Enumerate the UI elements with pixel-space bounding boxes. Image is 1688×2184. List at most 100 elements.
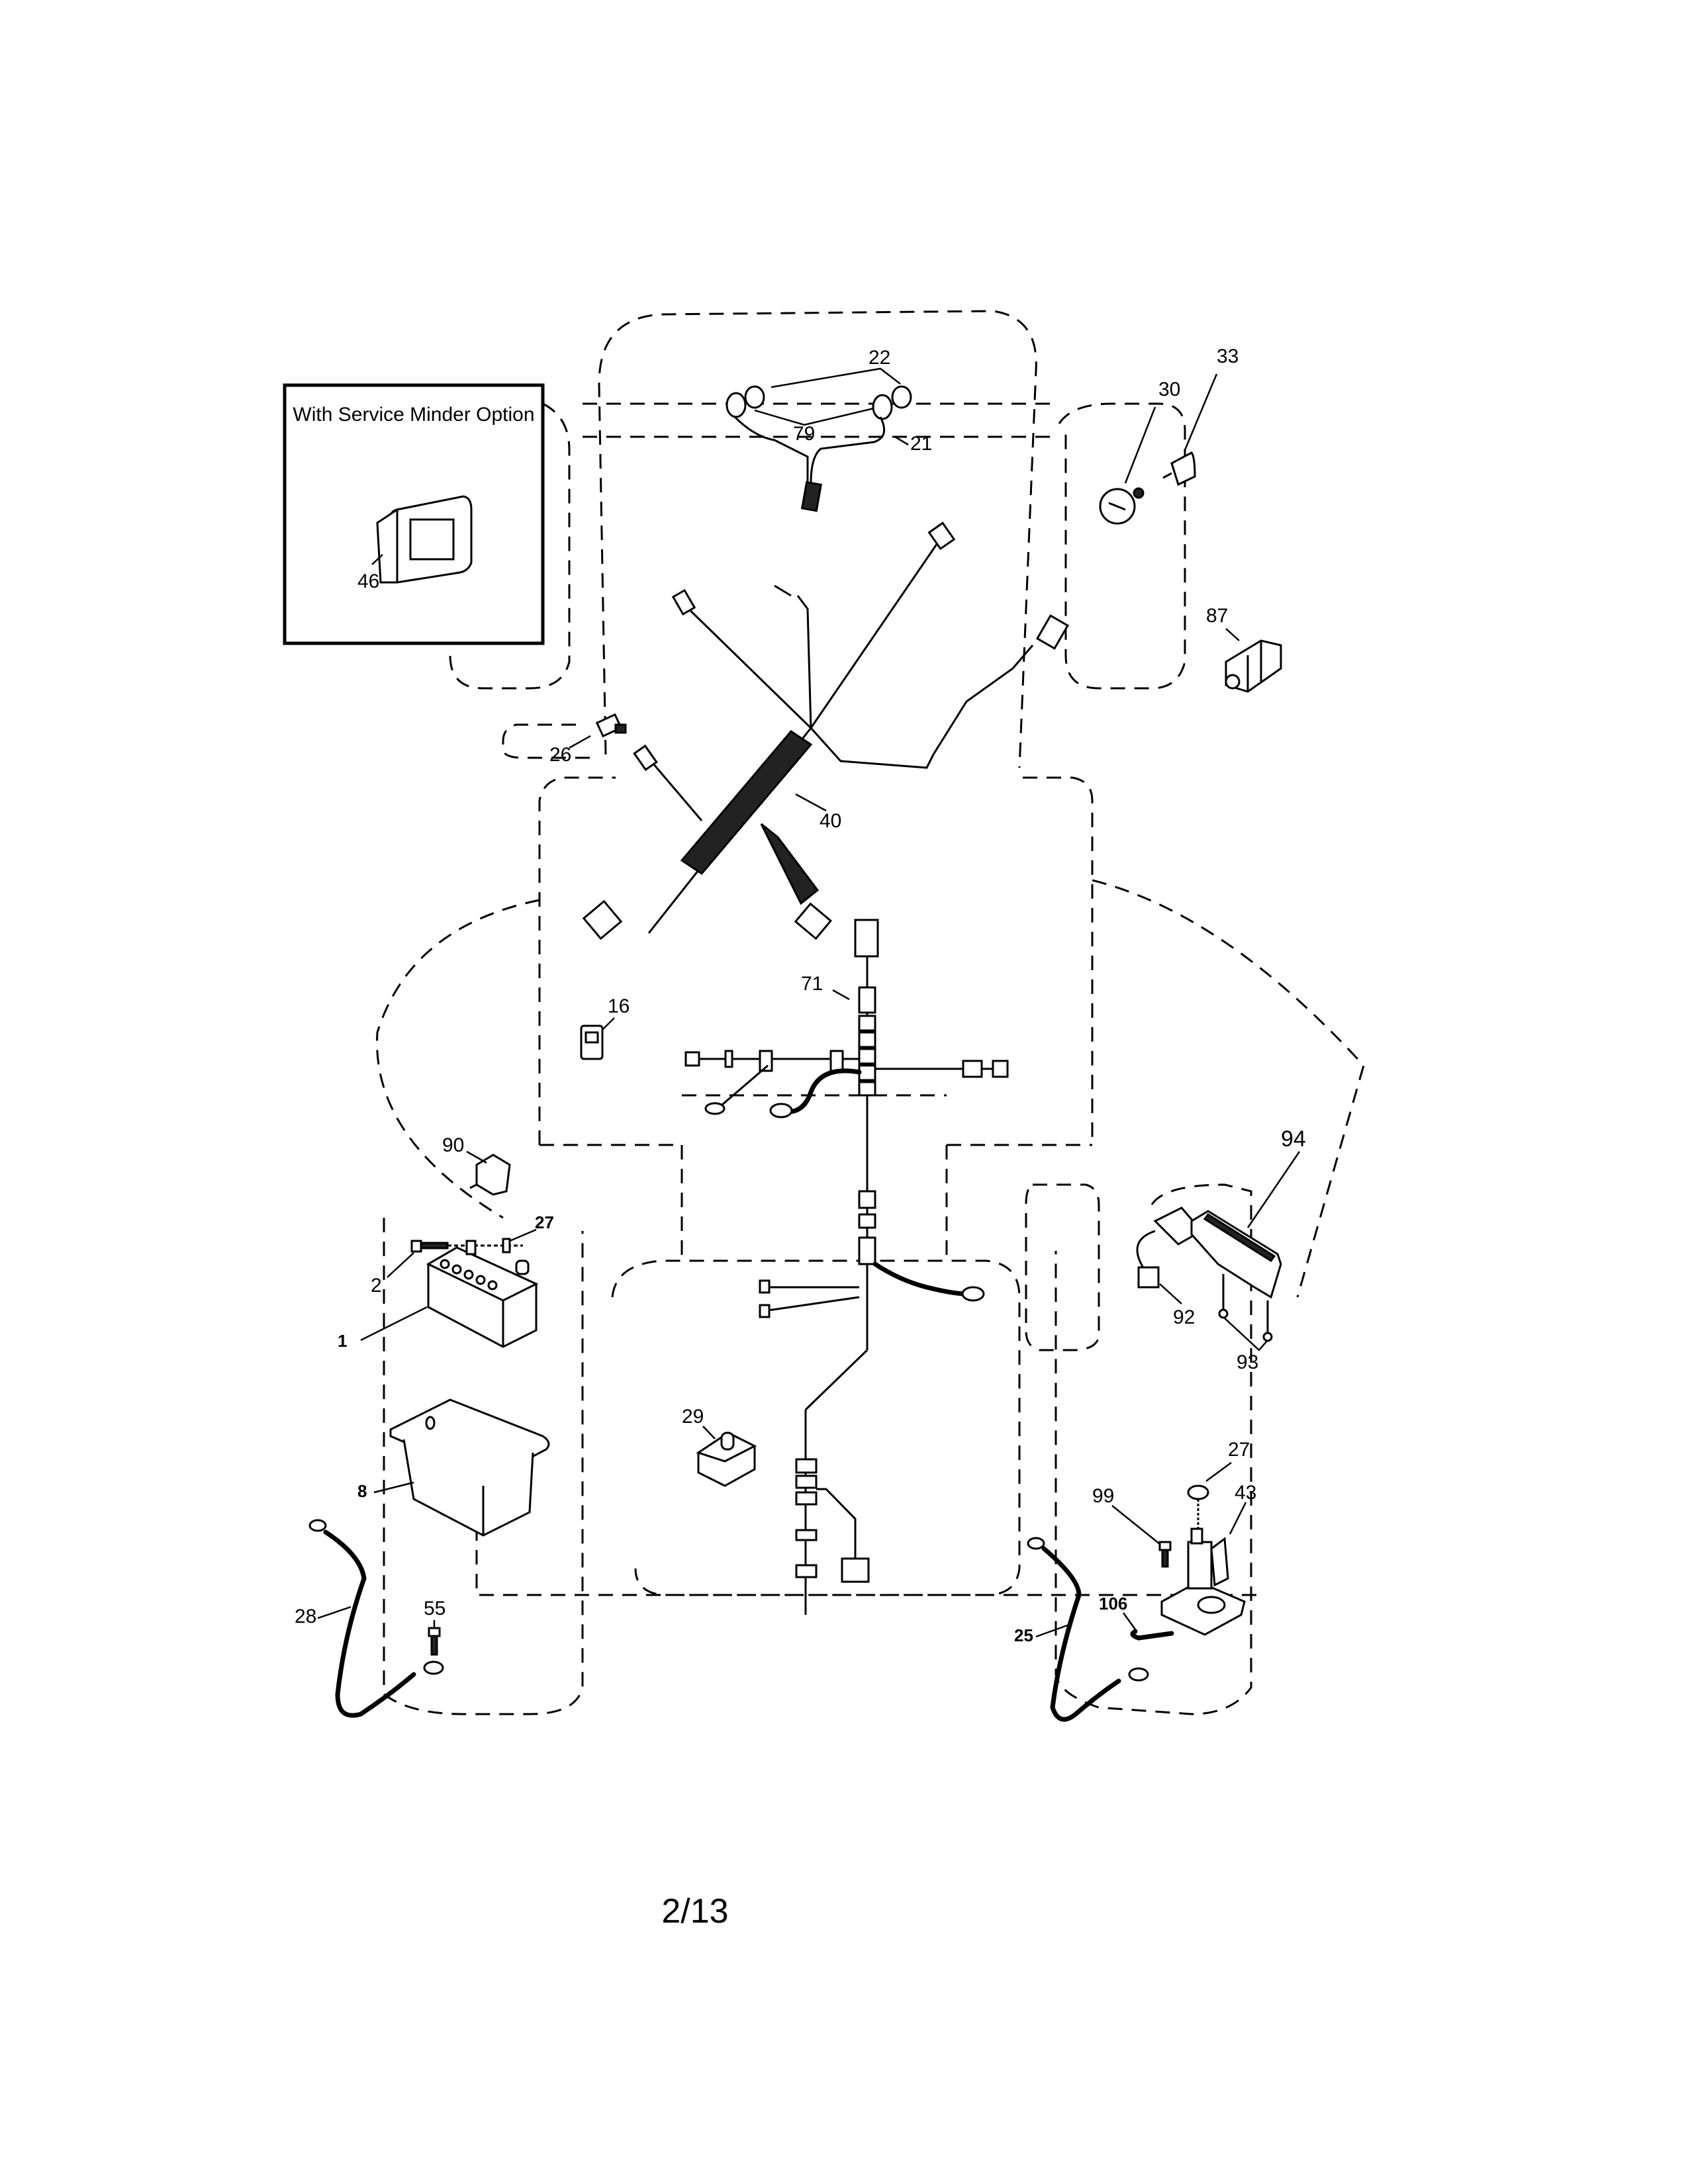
page-number: 2/13 [661,1892,728,1931]
plunger-switch-part [696,1426,757,1487]
rear-left-outline [383,1218,584,1715]
leader-87 [1225,628,1240,641]
positive-cable-part [1027,1537,1149,1722]
leader-94 [1246,1151,1301,1228]
leader-93 [1223,1316,1268,1351]
leader-106 [1122,1612,1137,1630]
inset-frame [283,383,545,645]
callout-40: 40 [820,810,841,832]
harness-plug [854,919,879,958]
deck-outline [611,1259,1021,1596]
headlight-connector [800,480,823,512]
callout-43: 43 [1235,1482,1256,1504]
leader-2 [387,1252,414,1278]
rear-axle-outline [475,1502,1258,1596]
right-fender-outline [1092,879,1365,1298]
callout-30: 30 [1158,379,1180,400]
callout-55: 55 [424,1598,445,1619]
callout-29: 29 [682,1406,704,1428]
leader-79 [754,407,874,426]
callout-87: 87 [1206,605,1228,627]
headlight-assembly [726,367,912,512]
battery-part [360,1246,539,1348]
ignition-key-part [1162,373,1218,486]
leader-43 [1229,1502,1247,1535]
left-dash-pod-outline [449,402,571,690]
hour-meter-part [376,495,473,584]
frame-right-outline [1023,776,1094,1145]
callout-2: 2 [371,1275,382,1297]
screws-part [1218,1274,1273,1351]
hood-outline [598,310,1037,768]
service-minder-inset: With Service Minder Option 46 [283,383,545,645]
callout-22: 22 [868,347,890,369]
inset-title: With Service Minder Option [293,404,534,426]
left-fender-outline [376,899,540,1219]
connector-d [633,744,658,772]
relay-part [580,1017,615,1060]
callout-92: 92 [1173,1306,1195,1328]
fuse-part [569,713,627,749]
callout-106: 106 [1099,1594,1127,1614]
connector-f [794,902,833,940]
leader-99 [1111,1505,1160,1545]
leader-90 [466,1150,487,1164]
callout-27-solenoid: 27 [1228,1439,1250,1461]
callout-99: 99 [1092,1485,1114,1507]
callout-28: 28 [295,1606,316,1627]
leader-27a [509,1228,537,1242]
callout-27-battery: 27 [535,1212,554,1232]
dash-panel-outline [583,402,1059,438]
callout-71: 71 [801,973,823,995]
frame-center-outline [680,1094,948,1257]
seat-outline [1025,1183,1100,1351]
callout-1: 1 [338,1331,347,1351]
leader-16 [602,1017,615,1030]
engine-harness [684,919,1009,1615]
leader-29 [702,1426,716,1439]
solenoid-nut-part [1187,1461,1232,1529]
seat-switch-bracket-part [1190,1151,1301,1299]
callout-33: 33 [1217,345,1239,367]
ground-cable-part [308,1519,444,1718]
bolt-part [1111,1505,1172,1568]
harness-sleeve [680,730,813,875]
callout-21: 21 [910,433,932,455]
callout-8: 8 [357,1481,367,1501]
leader-40 [795,793,827,812]
callout-25: 25 [1014,1625,1033,1645]
connector-e [582,899,623,940]
callout-26: 26 [549,744,571,766]
leader-71 [832,989,850,1001]
chassis-outlines [376,310,1365,1715]
leader-46 [371,554,383,565]
connector-a [927,522,956,551]
callout-90: 90 [442,1134,464,1156]
solenoid-part [1160,1502,1247,1636]
rear-right-outline [1055,1183,1252,1715]
ground-screw-part [428,1620,441,1656]
right-dash-pod-outline [1058,402,1186,690]
leader-22 [771,367,901,388]
callout-46: 46 [357,570,379,592]
leader-1 [360,1306,428,1342]
leader-8 [373,1481,414,1494]
connector-c [1035,614,1070,650]
leader-27b [1205,1461,1232,1482]
leader-28 [317,1606,352,1619]
leader-30 [1124,406,1156,484]
leader-92 [1159,1283,1182,1304]
callout-79: 79 [793,423,815,445]
diode-part [466,1150,511,1196]
fuse-outline [502,723,596,759]
pto-switch-part [1225,628,1282,693]
leader-26 [569,735,591,749]
callout-93: 93 [1237,1351,1258,1373]
ignition-switch-part [1099,406,1156,525]
engine-plug [841,1557,870,1583]
frame-left-outline [538,776,616,1145]
callout-94: 94 [1281,1126,1306,1152]
leader-33 [1184,373,1218,451]
main-wire-harness [582,522,1070,940]
callout-16: 16 [608,995,630,1017]
